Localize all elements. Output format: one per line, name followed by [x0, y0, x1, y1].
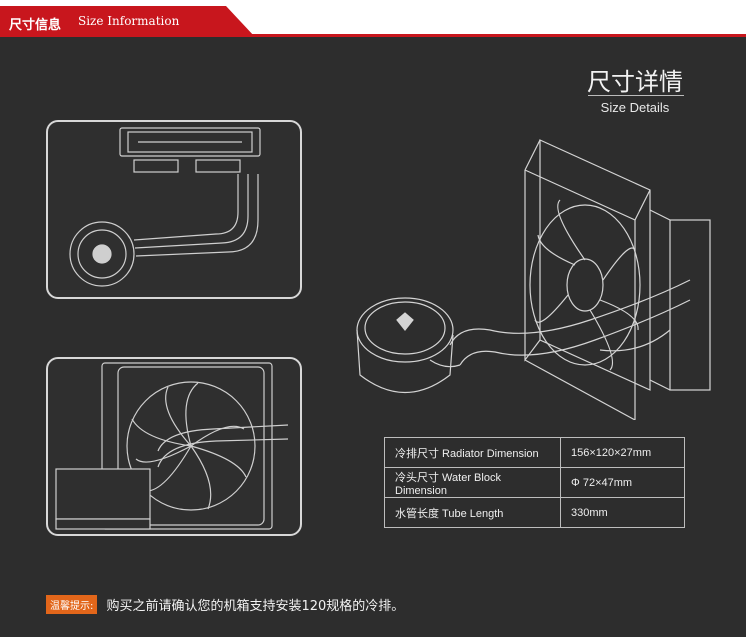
spec-value: 330mm	[560, 497, 685, 528]
side-view-panel	[46, 357, 302, 536]
purchase-tip: 温馨提示: 购买之前请确认您的机箱支持安装120规格的冷排。	[46, 594, 405, 614]
top-view-illustration	[69, 127, 261, 287]
tip-text: 购买之前请确认您的机箱支持安装120规格的冷排。	[106, 599, 405, 614]
spec-value: Φ 72×47mm	[560, 467, 685, 498]
cooler-illustration	[356, 139, 711, 420]
spec-table: 冷排尺寸 Radiator Dimension 156×120×27mm 冷头尺…	[384, 437, 685, 528]
tip-badge: 温馨提示:	[46, 595, 98, 614]
spec-row: 水管长度 Tube Length 330mm	[384, 497, 685, 528]
section-title-cn: 尺寸信息	[9, 18, 62, 33]
spec-row: 冷头尺寸 Water Block Dimension Φ 72×47mm	[384, 467, 685, 498]
title-divider	[588, 95, 684, 96]
page-title-cn: 尺寸详情	[587, 68, 683, 96]
header-divider	[0, 34, 746, 37]
spec-row: 冷排尺寸 Radiator Dimension 156×120×27mm	[384, 437, 685, 468]
section-title-en: Size Information	[78, 14, 180, 28]
spec-label: 水管长度 Tube Length	[384, 497, 561, 528]
section-tab: 尺寸信息 Size Information	[0, 6, 255, 37]
page-title-en: Size Details	[600, 100, 670, 115]
spec-label: 冷排尺寸 Radiator Dimension	[384, 437, 561, 468]
spec-label: 冷头尺寸 Water Block Dimension	[384, 467, 561, 498]
side-view-illustration	[55, 362, 289, 530]
spec-value: 156×120×27mm	[560, 437, 685, 468]
section-header: 尺寸信息 Size Information	[0, 0, 746, 37]
top-view-panel	[46, 120, 302, 299]
